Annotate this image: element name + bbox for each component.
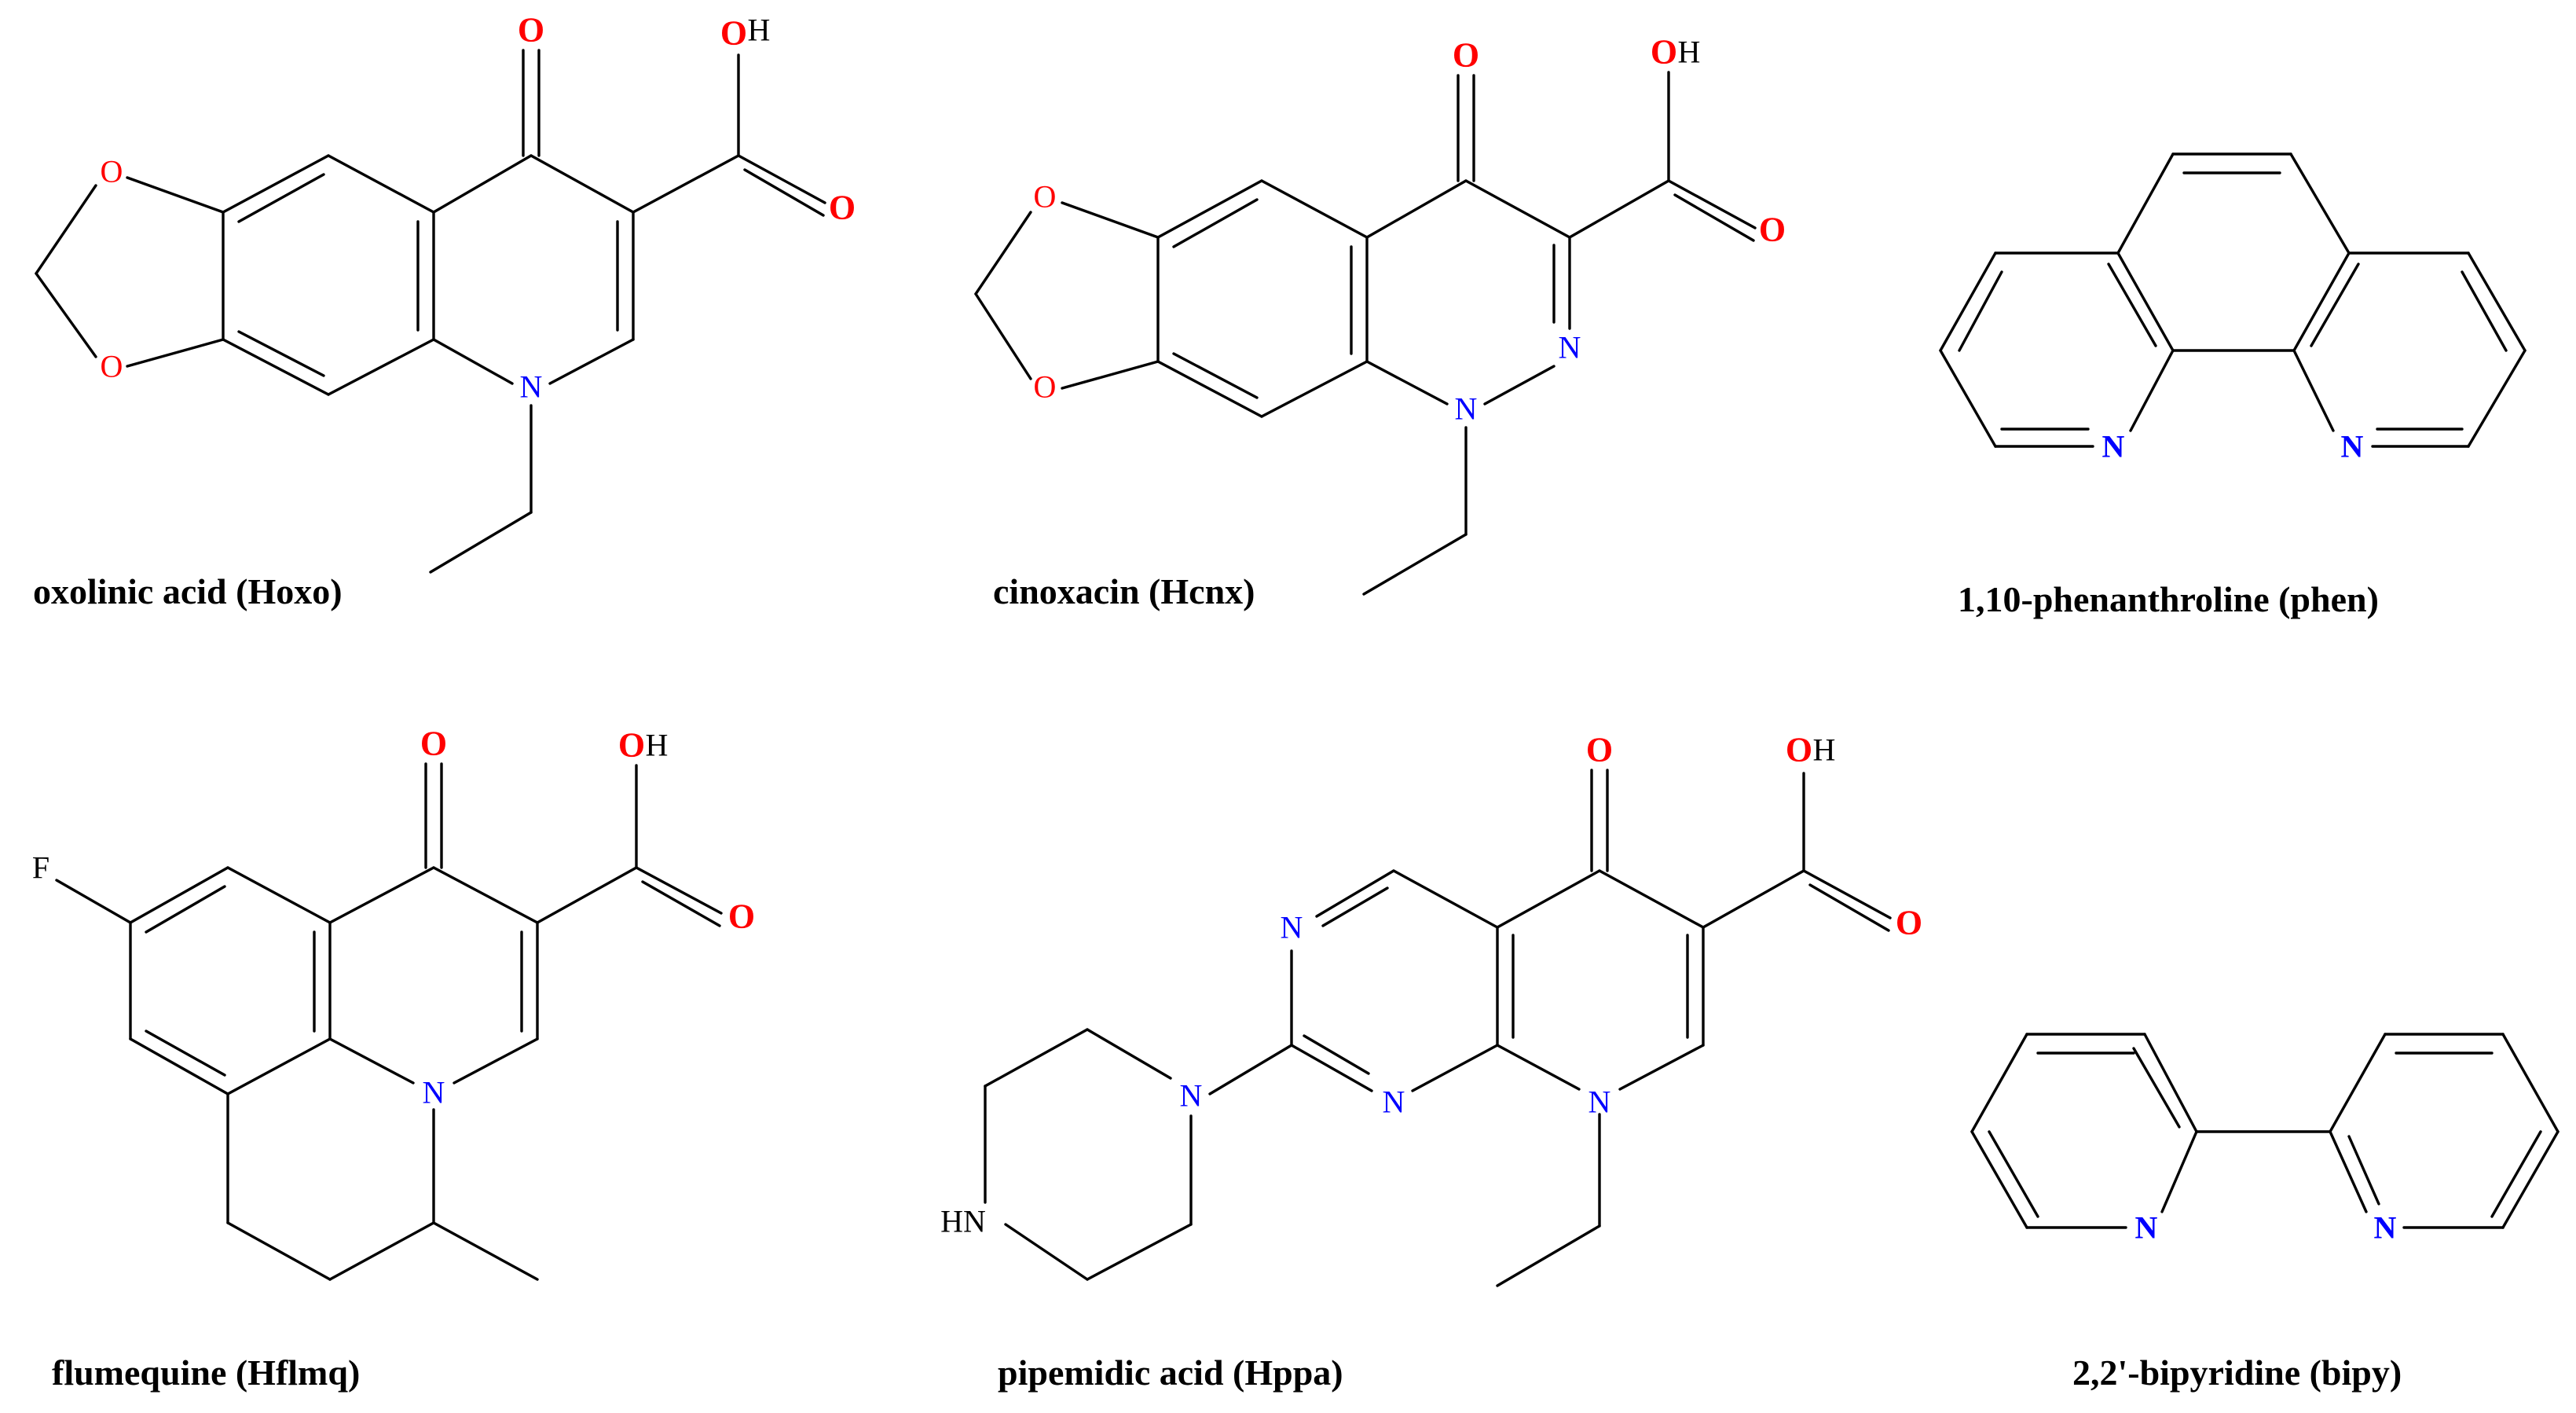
hydrogen-atom-label: H bbox=[646, 728, 669, 763]
nitrogen-atom-label: N bbox=[1180, 1078, 1203, 1114]
bonds-bipyridine bbox=[1970, 1033, 2560, 1229]
nitrogen-atom-label: N bbox=[520, 369, 543, 405]
oxygen-atom-label: O bbox=[618, 726, 645, 765]
bonds-cinoxacin bbox=[974, 71, 1757, 596]
nitrogen-atom-label: N bbox=[1281, 910, 1303, 945]
ring-oxygen-atom-label: O bbox=[1034, 369, 1057, 405]
oxygen-atom-label: O bbox=[518, 11, 544, 50]
ring-oxygen-atom-label: O bbox=[101, 154, 123, 189]
hydrogen-atom-label: H bbox=[1813, 732, 1836, 768]
nitrogen-atom-label: N bbox=[1383, 1085, 1405, 1120]
nitrogen-atom-label: N bbox=[1559, 330, 1581, 365]
nitrogen-atom-label: N bbox=[2135, 1210, 2158, 1246]
oxygen-atom-label: O bbox=[720, 14, 747, 53]
molecule-pipemidic-acid: O O H O N N N N HN pipemidic acid (Hppa) bbox=[940, 731, 1922, 1393]
fluorine-atom-label: F bbox=[32, 850, 49, 886]
bonds-pipemidic-acid bbox=[984, 769, 1892, 1287]
nitrogen-atom-label: N bbox=[2341, 429, 2364, 464]
caption-flumequine: flumequine (Hflmq) bbox=[52, 1352, 360, 1393]
caption-bipyridine: 2,2'-bipyridine (bipy) bbox=[2072, 1352, 2402, 1393]
molecule-phenanthroline: N N 1,10-phenanthroline (phen) bbox=[1939, 152, 2527, 619]
nitrogen-atom-label: N bbox=[2374, 1210, 2397, 1246]
bonds-flumequine bbox=[55, 762, 723, 1281]
caption-phenanthroline: 1,10-phenanthroline (phen) bbox=[1958, 579, 2379, 619]
bonds-phenanthroline bbox=[1939, 152, 2527, 448]
oxygen-atom-label: O bbox=[420, 725, 447, 763]
hydrogen-atom-label: H bbox=[748, 13, 771, 48]
nitrogen-atom-label: N bbox=[1455, 391, 1478, 427]
molecule-oxolinic-acid: O O H O O O N oxolinic acid (Hoxo) bbox=[33, 11, 856, 612]
molecule-flumequine: O O H O F N flumequine (Hflmq) bbox=[32, 725, 755, 1393]
oxygen-atom-label: O bbox=[1453, 36, 1479, 75]
oxygen-atom-label: O bbox=[1759, 211, 1786, 249]
caption-pipemidic-acid: pipemidic acid (Hppa) bbox=[998, 1352, 1343, 1393]
caption-cinoxacin: cinoxacin (Hcnx) bbox=[993, 571, 1255, 611]
caption-oxolinic-acid: oxolinic acid (Hoxo) bbox=[33, 571, 343, 611]
oxygen-atom-label: O bbox=[728, 897, 755, 936]
oxygen-atom-label: O bbox=[1586, 731, 1613, 769]
oxygen-atom-label: O bbox=[1786, 731, 1812, 769]
nitrogen-atom-label: N bbox=[423, 1075, 445, 1110]
oxygen-atom-label: O bbox=[1651, 33, 1677, 72]
amine-hn-label: HN bbox=[940, 1204, 986, 1239]
nitrogen-atom-label: N bbox=[2102, 429, 2125, 464]
ring-oxygen-atom-label: O bbox=[101, 349, 123, 384]
molecule-cinoxacin: O O H O O O N N cinoxacin (Hcnx) bbox=[974, 33, 1786, 611]
oxygen-atom-label: O bbox=[1896, 904, 1922, 942]
nitrogen-atom-label: N bbox=[1588, 1085, 1611, 1120]
ring-oxygen-atom-label: O bbox=[1034, 179, 1057, 215]
molecule-bipyridine: N N 2,2'-bipyridine (bipy) bbox=[1970, 1033, 2560, 1393]
hydrogen-atom-label: H bbox=[1678, 35, 1701, 70]
oxygen-atom-label: O bbox=[829, 189, 856, 227]
bonds-oxolinic-acid bbox=[35, 49, 826, 574]
